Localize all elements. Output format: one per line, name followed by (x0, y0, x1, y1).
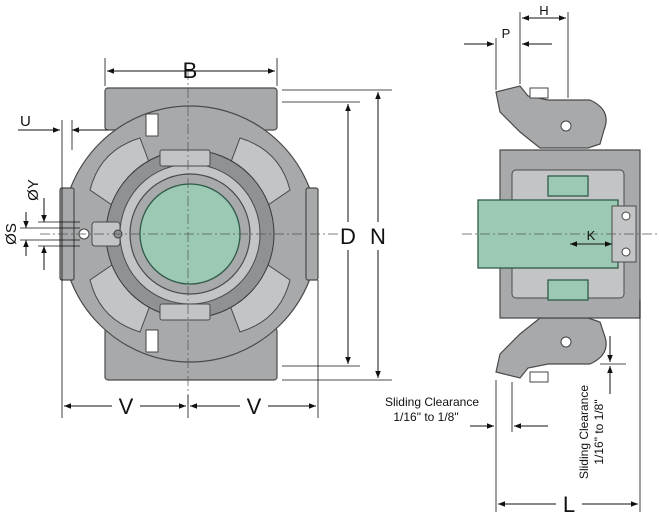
side-roller-top (547, 175, 589, 197)
dim-U-label: U (20, 113, 31, 130)
dim-N-label: N (370, 224, 386, 249)
side-dimensions: H P K L Sliding Clearance 1/16" to 1/8" … (385, 3, 641, 517)
dim-V-right-label: V (247, 394, 262, 419)
side-bottom-foot (495, 317, 607, 379)
dim-S-label: ØS (3, 223, 20, 245)
side-section-view (462, 85, 659, 383)
dim-H-label: H (539, 3, 548, 18)
bottom-clip (159, 303, 211, 321)
front-view (40, 70, 340, 405)
bottom-bolt-slot (145, 329, 159, 353)
side-top-foot (495, 85, 607, 149)
dim-K-label: K (587, 228, 596, 243)
side-bottom-bolt (560, 336, 572, 348)
front-dimensions: B U ØY ØS D N V (3, 58, 392, 419)
dim-V-left-label: V (119, 394, 134, 419)
sliding-clearance-bottom-line2: 1/16" to 1/8" (393, 410, 458, 424)
dim-B-label: B (183, 58, 198, 83)
side-roller-bottom (547, 279, 589, 301)
side-end-screw-bottom (621, 247, 631, 257)
top-clip (159, 149, 211, 167)
sliding-clearance-bottom-line1: Sliding Clearance (385, 395, 479, 409)
dim-Y-label: ØY (25, 179, 42, 201)
side-end-screw-top (621, 211, 631, 221)
sliding-clearance-vertical-line1: Sliding Clearance (577, 385, 591, 479)
dim-L-label: L (563, 492, 575, 517)
sliding-clearance-vertical-line2: 1/16" to 1/8" (592, 399, 606, 464)
side-bottom-slot (529, 371, 549, 383)
dim-P-label: P (502, 26, 511, 41)
side-top-bolt (560, 120, 572, 132)
top-bolt-slot (145, 113, 159, 137)
dim-D-label: D (340, 224, 356, 249)
side-top-slot (529, 87, 549, 99)
